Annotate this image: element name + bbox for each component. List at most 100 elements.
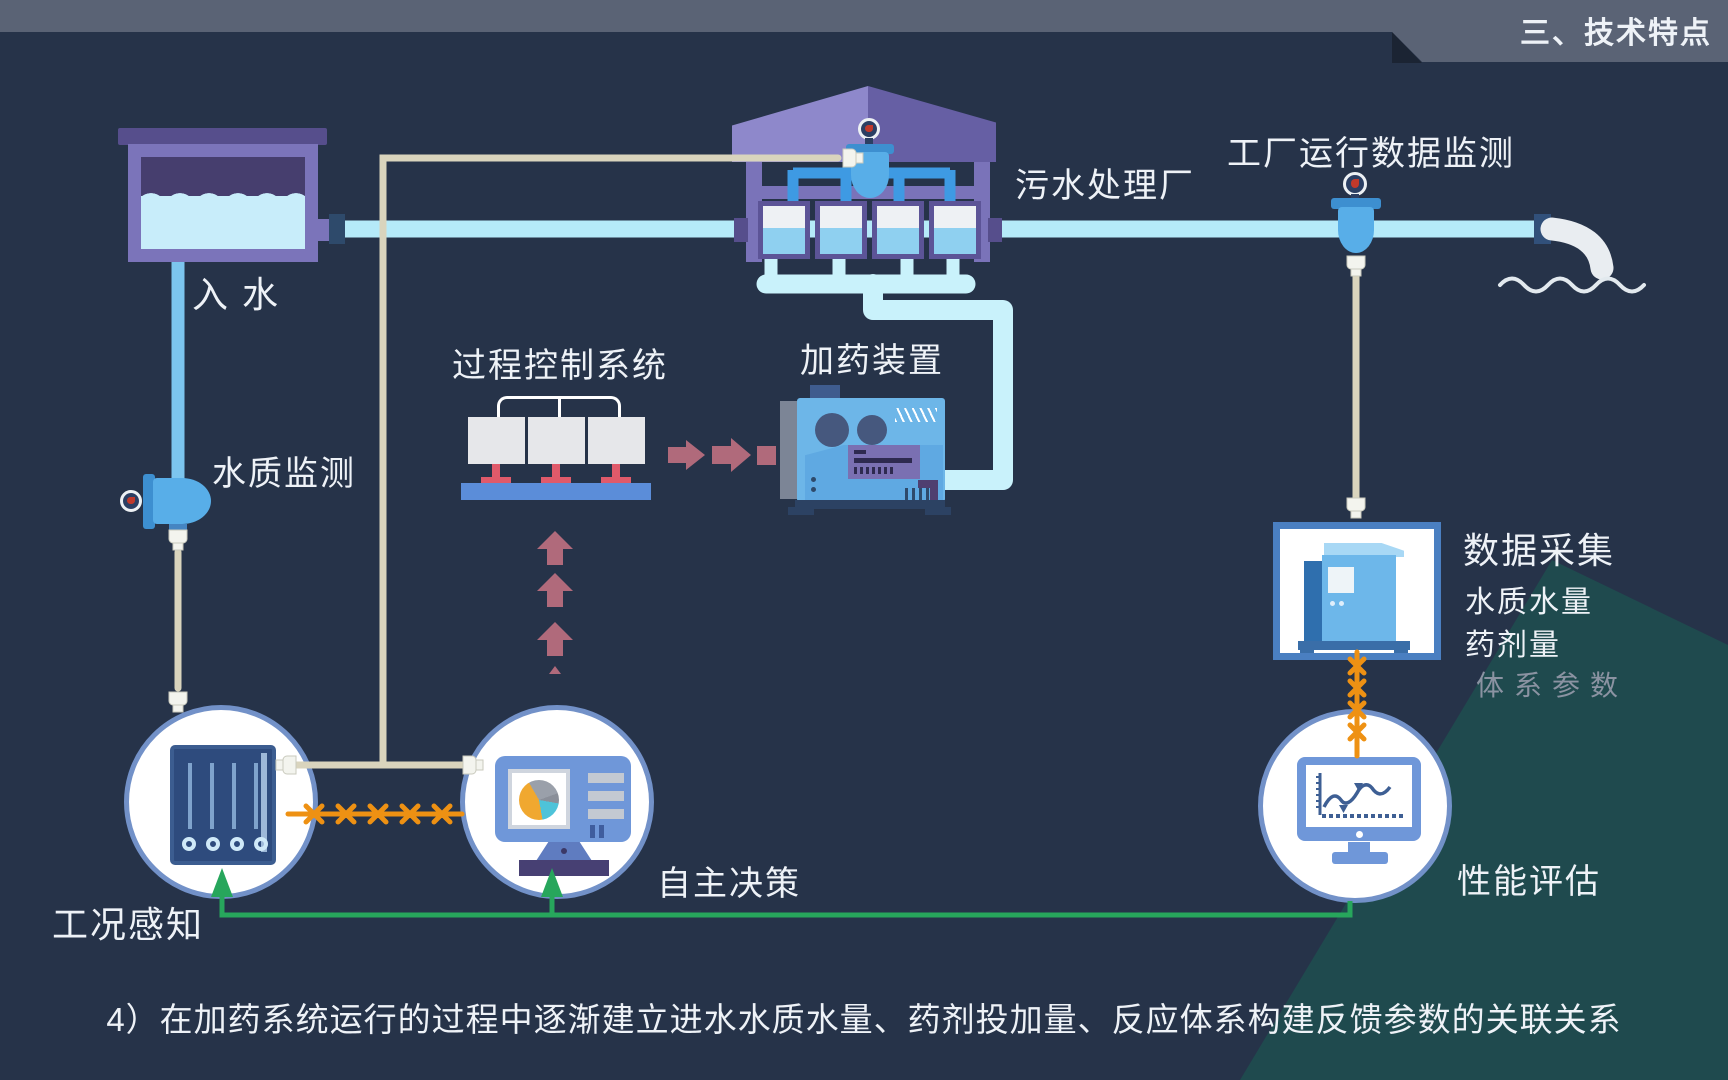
x-marks — [1347, 656, 1367, 742]
arrow-right-icon — [668, 440, 705, 470]
wq-sensor-connector — [169, 524, 187, 534]
inlet-tank-outlet-stub — [307, 219, 331, 241]
dosing-bottom-vent — [905, 488, 931, 500]
gauge-icon — [120, 490, 142, 512]
treatment-plant-label: 污水处理厂 — [1015, 167, 1195, 205]
server-icon — [1280, 529, 1434, 653]
monitor-base — [519, 860, 609, 876]
pcs-base — [461, 483, 651, 500]
x-marks — [303, 803, 453, 825]
data-collection-item-dim: 体系参数 — [1476, 670, 1629, 701]
plug-icon — [168, 529, 188, 551]
line-chart-monitor-icon — [1297, 757, 1421, 841]
feedback-arrow-icon — [541, 868, 563, 897]
decision-circle — [460, 705, 654, 899]
arrow-up-icon — [537, 531, 573, 565]
dosing-valve — [918, 480, 938, 488]
pcs-panel — [468, 417, 525, 464]
dosing-device-label: 加药装置 — [800, 342, 944, 380]
process-control-label: 过程控制系统 — [452, 347, 668, 385]
pcs-leg — [612, 464, 620, 479]
dosing-vents — [895, 408, 937, 422]
monitor-stand — [536, 842, 592, 861]
pipe-sensor-stem — [1351, 194, 1359, 200]
pcs-leg — [552, 464, 560, 479]
plant-tank — [872, 201, 924, 259]
footnote: 4）在加药系统运行的过程中逐渐建立进水水质水量、药剂投加量、反应体系构建反馈参数… — [106, 1001, 1622, 1038]
plant-pipe-stub-left — [734, 218, 748, 242]
pcs-panel — [588, 417, 645, 464]
pcs-foot — [601, 477, 631, 483]
inlet-tank-coupling — [329, 214, 345, 244]
dosing-base — [795, 500, 945, 509]
dosing-dot — [811, 487, 816, 492]
plug-icon — [1346, 497, 1366, 519]
line-chart-icon — [1316, 773, 1404, 818]
data-collection-item: 水质水量 — [1465, 586, 1593, 619]
dosing-knob — [815, 413, 849, 447]
dosing-knob — [857, 415, 887, 445]
arrow-up-icon — [537, 573, 573, 607]
wq-sensor-flask — [153, 478, 211, 524]
plant-sensor-cable — [379, 154, 842, 766]
plant-collector-stubs — [764, 254, 960, 278]
pie-chart-icon — [519, 780, 559, 820]
pcs-leg — [492, 464, 500, 479]
plug-icon — [842, 148, 864, 168]
inlet-label: 入水 — [192, 274, 293, 315]
outfall-spout — [1540, 217, 1614, 280]
plug-icon — [275, 755, 297, 775]
inlet-tank-wave — [141, 182, 305, 202]
pipe-sensor-flask — [1338, 207, 1374, 253]
data-collection-box — [1273, 522, 1441, 660]
pcs-foot — [481, 477, 511, 483]
plant-tank — [758, 201, 810, 259]
water-quality-monitoring-label: 水质监测 — [212, 455, 356, 493]
data-collection-title: 数据采集 — [1463, 530, 1616, 571]
plug-icon — [1346, 255, 1366, 277]
pcs-bracket — [497, 396, 621, 417]
water-wave-icon — [1498, 276, 1646, 294]
evaluation-label: 性能评估 — [1457, 863, 1601, 901]
dosing-valve — [930, 486, 938, 502]
pcs-panel — [528, 417, 585, 464]
monitor-base — [1332, 852, 1388, 864]
arrow-dot — [757, 446, 776, 465]
top-bar — [0, 0, 1728, 32]
feedback-line — [219, 894, 1353, 918]
pcs-foot — [541, 477, 571, 483]
arrow-up-icon — [537, 622, 573, 656]
plant-data-monitoring-label: 工厂运行数据监测 — [1227, 135, 1515, 173]
gauge-icon — [1343, 172, 1367, 196]
dosing-loop-pipe — [863, 274, 1013, 490]
title-banner — [1392, 32, 1728, 62]
dosing-machine — [778, 383, 953, 518]
wq-sensor-cap — [143, 474, 155, 529]
plant-sensor-stem — [865, 138, 873, 146]
plug-icon — [462, 755, 484, 775]
arrow-right-icon — [712, 438, 751, 472]
plant-sensor-cap — [846, 144, 894, 154]
plug-icon — [168, 691, 188, 713]
pipe-sensor-cap — [1331, 198, 1381, 209]
plant-tank — [929, 201, 981, 259]
inlet-tank-water — [141, 196, 305, 249]
dosing-foot — [788, 507, 814, 515]
aeration-tank-icon — [170, 745, 276, 865]
dosing-foot — [925, 507, 951, 515]
arrow-up-tip — [549, 666, 561, 674]
inlet-tank-lid — [118, 128, 327, 145]
dosing-dot — [811, 477, 816, 482]
data-collection-item: 药剂量 — [1465, 629, 1561, 662]
monitor-stand — [1348, 842, 1370, 852]
section-title: 三、技术特点 — [1520, 17, 1712, 50]
dosing-arm — [780, 401, 797, 499]
condition-sensing-label: 工况感知 — [52, 904, 205, 945]
dosing-screen — [848, 445, 920, 479]
plant-tank — [815, 201, 867, 259]
decision-label: 自主决策 — [657, 865, 801, 903]
condition-sensing-circle — [124, 705, 318, 899]
monitor-icon — [495, 756, 631, 842]
